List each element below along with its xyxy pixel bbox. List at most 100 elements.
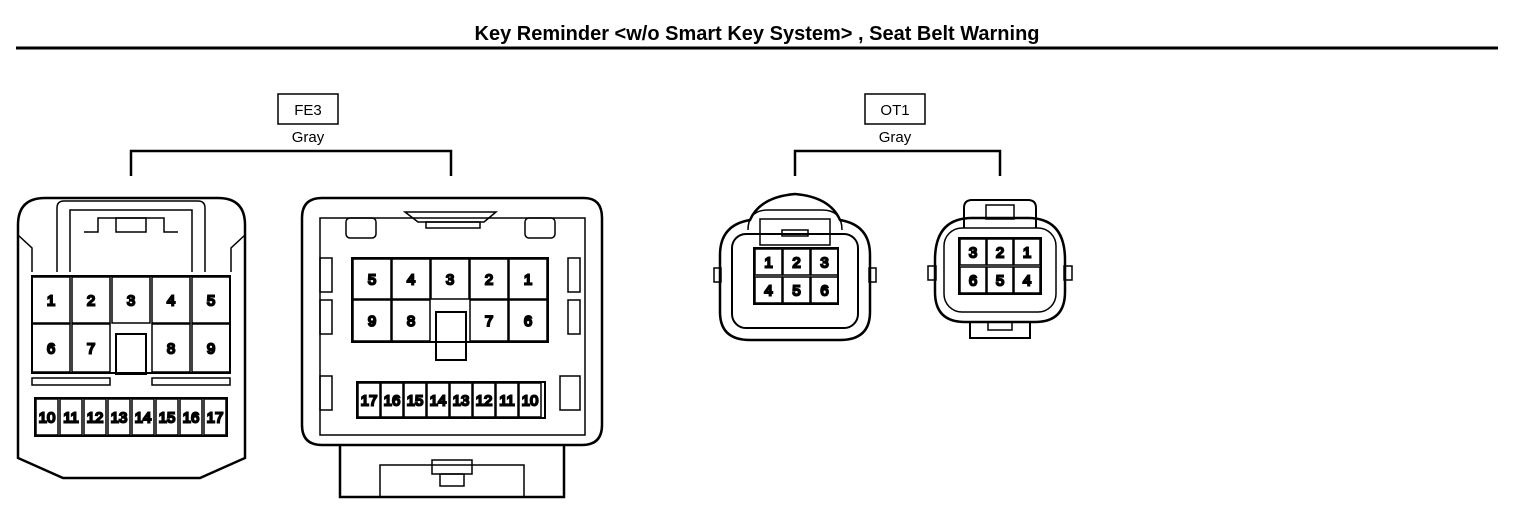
pin-number: 5 [207, 293, 215, 310]
fe3-female-housing [300, 196, 604, 447]
pin-cell [391, 258, 431, 300]
pin-cell [35, 398, 59, 436]
ot1-header: OT1 Gray [793, 93, 1002, 176]
pin-number: 3 [446, 272, 454, 289]
pin-number: 5 [368, 272, 376, 289]
pin-number: 2 [996, 245, 1004, 262]
pin-cell [754, 248, 783, 276]
pin-number: 9 [368, 313, 376, 330]
pin-cell [352, 299, 392, 342]
pin-number: 6 [820, 283, 828, 300]
pin-cell [754, 276, 783, 304]
pin-number: 1 [764, 255, 772, 272]
pin-number: 10 [39, 410, 56, 427]
pin-number: 4 [1023, 273, 1031, 290]
pin-number: 1 [1023, 245, 1031, 262]
pin-number: 13 [453, 393, 470, 410]
fe3-male-key [115, 333, 147, 375]
ot1-female-row1: 3 2 1 [959, 238, 1041, 266]
diagram-title: Key Reminder <w/o Smart Key System> , Se… [475, 23, 1040, 45]
pin-number: 10 [522, 393, 539, 410]
pin-number: 6 [969, 273, 977, 290]
pin-cell [1013, 266, 1041, 294]
pin-cell [782, 248, 811, 276]
pin-number: 5 [792, 283, 800, 300]
pin-cell [810, 248, 839, 276]
pin-number: 7 [87, 341, 95, 358]
pin-cell [131, 398, 155, 436]
pin-number: 16 [183, 410, 200, 427]
pin-number: 2 [87, 293, 95, 310]
ot1-code: OT1 [880, 102, 909, 119]
pin-number: 8 [407, 313, 415, 330]
pin-number: 9 [207, 341, 215, 358]
pin-cell [191, 276, 231, 324]
pin-number: 16 [384, 393, 401, 410]
pin-cell [83, 398, 107, 436]
ot1-color: Gray [879, 129, 912, 146]
pin-number: 15 [407, 393, 424, 410]
pin-cell [403, 382, 427, 418]
fe3-male-housing [16, 196, 247, 480]
pin-cell [155, 398, 179, 436]
pin-number: 1 [47, 293, 55, 310]
fe3-female-key [435, 311, 467, 361]
pin-cell [810, 276, 839, 304]
pin-number: 15 [159, 410, 176, 427]
ot1-code-box [864, 93, 926, 125]
pin-cell [31, 276, 71, 324]
pin-number: 17 [207, 410, 224, 427]
pin-cell [31, 323, 71, 373]
pin-cell [111, 276, 151, 324]
pin-cell [426, 382, 450, 418]
pin-cell [508, 258, 548, 300]
pin-cell [357, 382, 381, 418]
pin-number: 3 [969, 245, 977, 262]
pin-cell [191, 323, 231, 373]
pin-cell [449, 382, 473, 418]
pin-number: 6 [524, 313, 532, 330]
pin-cell [986, 238, 1014, 266]
pin-cell [107, 398, 131, 436]
pin-cell [508, 299, 548, 342]
pin-number: 12 [87, 410, 104, 427]
fe3-color: Gray [292, 129, 325, 146]
ot1-female-housing [933, 216, 1067, 324]
ot1-bracket [793, 149, 1002, 176]
pin-number: 4 [764, 283, 772, 300]
fe3-header: FE3 Gray [129, 93, 453, 176]
pin-number: 1 [524, 272, 532, 289]
fe3-female-row1: 5 4 3 2 1 [352, 258, 548, 300]
pin-cell [59, 398, 83, 436]
pin-number: 14 [135, 410, 152, 427]
fe3-bracket [129, 149, 453, 176]
pin-cell [380, 382, 404, 418]
fe3-code: FE3 [294, 102, 322, 119]
pin-number: 6 [47, 341, 55, 358]
pin-cell [518, 382, 542, 418]
pin-cell [782, 276, 811, 304]
pin-cell [352, 258, 392, 300]
pin-cell [391, 299, 431, 342]
pin-cell [986, 266, 1014, 294]
pin-cell [71, 323, 111, 373]
pin-number: 4 [407, 272, 415, 289]
pin-number: 13 [111, 410, 128, 427]
pin-cell [959, 266, 987, 294]
pin-cell [1013, 238, 1041, 266]
fe3-female-row2: 9 8 7 6 [352, 299, 548, 342]
pin-cell [151, 323, 191, 373]
ot1-male-row2: 4 5 6 [754, 276, 839, 304]
pin-number: 2 [485, 272, 493, 289]
pin-cell [203, 398, 227, 436]
pin-number: 7 [485, 313, 493, 330]
pin-number: 14 [430, 393, 447, 410]
